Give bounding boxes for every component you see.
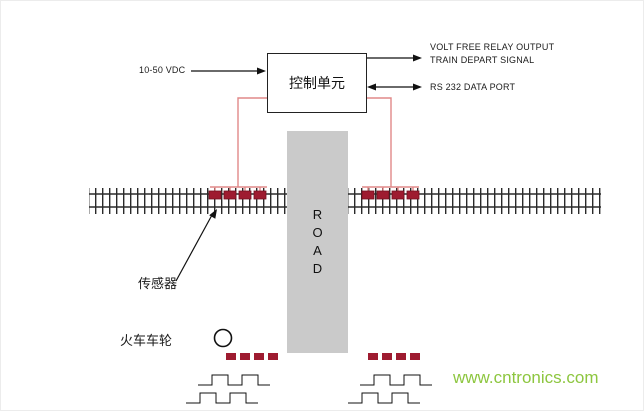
relay-output-label-line2: TRAIN DEPART SIGNAL (430, 55, 535, 65)
sensor-blocks (208, 190, 420, 200)
watermark-text: www.cntronics.com (453, 368, 599, 387)
rs232-port-label: RS 232 DATA PORT (430, 82, 516, 92)
road-label: R O A D (312, 207, 323, 276)
control-unit-box: 控制单元 (267, 53, 367, 113)
power-input-label: 10-50 VDC (139, 65, 186, 75)
sensor-label: 传感器 (138, 276, 178, 291)
signal-arrows (175, 54, 422, 282)
relay-output-label-line1: VOLT FREE RELAY OUTPUT (430, 42, 555, 52)
road-strip: R O A D (287, 131, 348, 353)
wheel-pulse-blocks (226, 353, 420, 360)
train-wheel-label: 火车车轮 (120, 333, 173, 348)
train-wheel-icon (213, 328, 233, 348)
control-unit-label: 控制单元 (289, 75, 345, 91)
signal-waveforms (186, 374, 432, 404)
